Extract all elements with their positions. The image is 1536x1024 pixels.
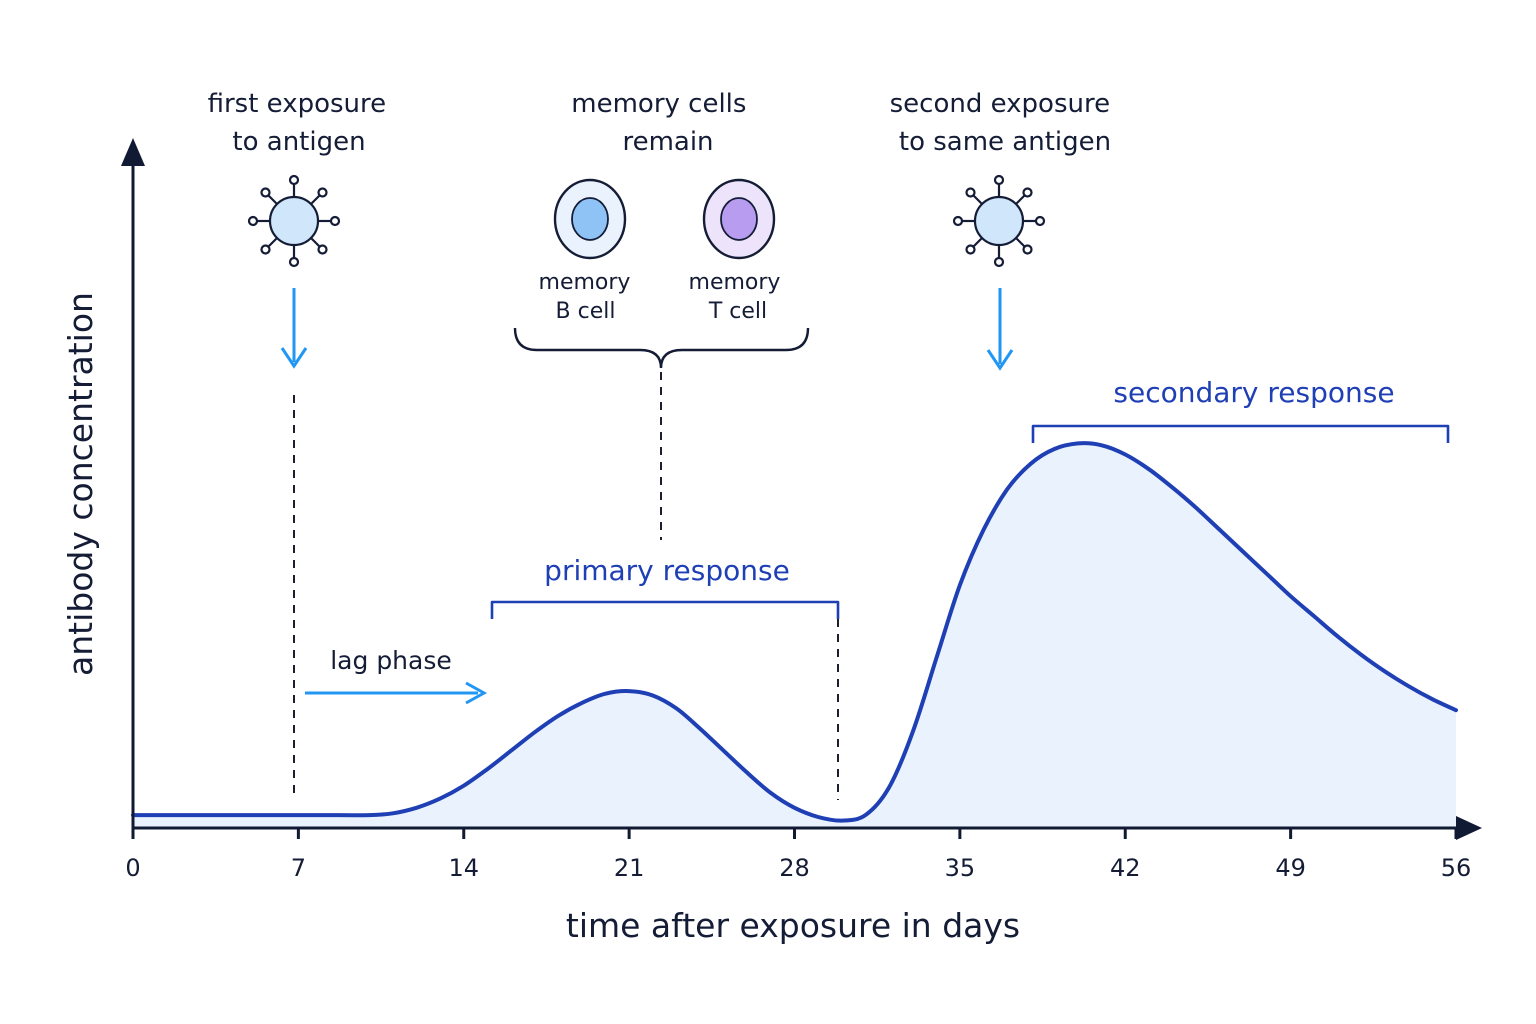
x-tick-label-42: 42 xyxy=(1110,854,1141,882)
first-exposure-annotation: first exposure to antigen xyxy=(208,89,395,800)
x-tick-label-28: 28 xyxy=(779,854,810,882)
primary-response-label: primary response xyxy=(544,554,790,587)
y-axis-arrowhead xyxy=(121,138,145,166)
memory-b-cell-icon xyxy=(553,178,627,260)
memory-cells-label-line1: memory cells xyxy=(571,89,746,119)
second-exposure-label-line1: second exposure xyxy=(890,89,1110,119)
lag-phase-label: lag phase xyxy=(330,646,452,675)
x-axis-title: time after exposure in days xyxy=(566,906,1020,945)
y-axis xyxy=(121,138,145,828)
memory-t-cell-icon xyxy=(702,178,776,260)
lag-phase-arrowhead xyxy=(465,681,488,705)
x-tick-label-35: 35 xyxy=(945,854,976,882)
x-axis-arrowhead xyxy=(1456,816,1482,840)
svg-text:first exposure to antige: first exposure to antigen xyxy=(208,89,395,157)
first-exposure-arrow xyxy=(280,288,308,369)
x-tick-label-0: 0 xyxy=(125,854,140,882)
memory-b-label-line1: memory xyxy=(539,270,631,295)
memory-cells-annotation: memory cells remain memory B cell memory… xyxy=(513,89,810,540)
antigen-virus-icon xyxy=(247,174,341,268)
y-axis-title: antibody concentration xyxy=(61,292,100,676)
secondary-response-label: secondary response xyxy=(1113,376,1394,409)
svg-text:second exposure to same: second exposure to same antigen xyxy=(890,89,1119,157)
secondary-response-bracket xyxy=(1031,424,1450,443)
x-axis xyxy=(133,816,1482,840)
primary-response-annotation: primary response xyxy=(490,554,840,800)
antibody-concentration-curve xyxy=(131,441,1458,823)
x-tick-label-14: 14 xyxy=(448,854,479,882)
memory-b-label-line2: B cell xyxy=(556,299,616,324)
memory-cells-label-line2: remain xyxy=(622,127,713,157)
secondary-response-annotation: secondary response xyxy=(1031,376,1450,443)
first-exposure-label-line2: to antigen xyxy=(232,127,365,157)
x-tick-label-7: 7 xyxy=(291,854,306,882)
second-exposure-arrow xyxy=(986,288,1014,371)
second-exposure-label-line2: to same antigen xyxy=(899,127,1111,157)
antibody-area-fill xyxy=(133,443,1456,828)
lag-phase-annotation: lag phase xyxy=(305,646,488,705)
x-tick-label-21: 21 xyxy=(614,854,645,882)
first-exposure-label-line1: first exposure xyxy=(208,89,387,119)
x-tick-label-56: 56 xyxy=(1441,854,1472,882)
memory-t-label-line1: memory xyxy=(689,270,781,295)
x-tick-label-49: 49 xyxy=(1275,854,1306,882)
primary-response-bracket xyxy=(490,600,840,619)
second-exposure-annotation: second exposure to same antigen xyxy=(890,89,1119,371)
x-tick-labels: 0 7 14 21 28 35 42 49 56 xyxy=(125,854,1471,882)
x-tick-marks xyxy=(131,828,1458,839)
memory-t-label-line2: T cell xyxy=(708,299,767,324)
antigen-virus-icon xyxy=(952,174,1046,268)
memory-cells-curly-brace xyxy=(513,327,810,369)
svg-text:memory B cell memo: memory B cell memory T cell xyxy=(539,270,788,324)
svg-text:memory cells remain: memory cells remain xyxy=(571,89,754,157)
